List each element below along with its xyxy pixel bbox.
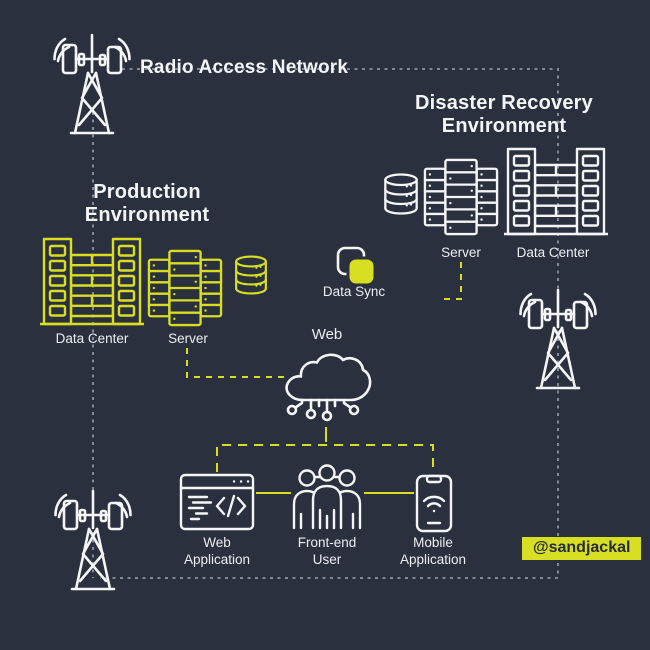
mobile-application-label: Mobile Application	[399, 535, 467, 567]
web-label: Web	[311, 326, 343, 343]
prod-datacenter-icon	[40, 235, 144, 327]
data-sync-icon	[336, 246, 377, 287]
prod-datacenter-label: Data Center	[55, 331, 129, 346]
radio-tower-right-icon	[518, 287, 598, 392]
mobile-application-icon	[415, 474, 453, 533]
dr-server-label: Server	[441, 245, 481, 260]
dr-datacenter-label: Data Center	[516, 245, 590, 260]
web-cloud-icon	[281, 348, 373, 430]
dr-server-icon	[423, 158, 499, 236]
prod-server-label: Server	[168, 331, 208, 346]
radio-tower-top-left-icon	[52, 32, 132, 137]
title-production: Production Environment	[84, 181, 210, 227]
watermark-badge: @sandjackal	[522, 537, 642, 560]
prod-database-icon	[233, 254, 269, 296]
web-application-icon	[179, 473, 255, 531]
dr-database-icon	[382, 172, 420, 216]
yellow-connector-dr-server-elbow	[444, 262, 462, 300]
radio-tower-bottom-left-icon	[53, 488, 133, 593]
prod-server-icon	[147, 249, 223, 327]
title-radio-access-network: Radio Access Network	[140, 57, 349, 78]
data-sync-label: Data Sync	[322, 284, 386, 299]
title-disaster-recovery: Disaster Recovery Environment	[415, 92, 593, 138]
front-end-user-icon	[291, 464, 363, 530]
dr-datacenter-icon	[504, 145, 608, 237]
front-end-user-label: Front-end User	[297, 535, 357, 567]
yellow-connector-cloud-to-apps	[216, 444, 434, 473]
web-application-label: Web Application	[183, 535, 251, 567]
yellow-connector-prod-server-to-cloud	[186, 348, 285, 378]
